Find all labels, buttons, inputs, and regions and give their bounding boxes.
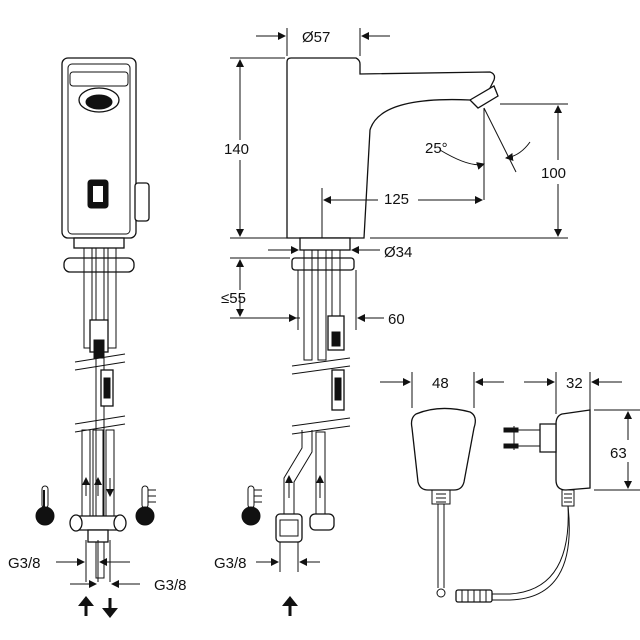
faucet-body-front	[61, 57, 137, 239]
max-55-label: ≤55	[221, 290, 246, 307]
faucet-body-side	[286, 57, 496, 239]
diameter-57-label: Ø57	[302, 29, 330, 46]
front-view: G3/8 G3/8	[8, 57, 187, 618]
width-32-label: 32	[566, 375, 583, 392]
thermometer-cold-icon	[135, 485, 156, 526]
g38-right-label: G3/8	[154, 577, 187, 594]
mounting-plate-front	[63, 257, 135, 273]
side-knob	[134, 182, 150, 222]
width-60-label: 60	[388, 311, 405, 328]
thermometer-hot-icon	[35, 485, 55, 526]
width-48-label: 48	[432, 375, 449, 392]
thermometer-cold-icon-side	[241, 485, 262, 526]
power-adapter-body	[555, 409, 591, 491]
control-box: 48	[380, 372, 504, 598]
mounting-plate-side	[291, 257, 355, 271]
g38-mid-label: G3/8	[214, 555, 247, 572]
length-125-label: 125	[384, 191, 409, 208]
side-view: G3/8 Ø57 140 100 25° 125	[214, 28, 568, 616]
angle-25-label: 25°	[425, 140, 448, 157]
arrow-up-icon	[78, 596, 94, 616]
height-100-label: 100	[541, 165, 566, 182]
arrow-up-icon-side	[282, 596, 298, 616]
arrow-down-icon	[102, 598, 118, 618]
height-140-label: 140	[224, 141, 249, 158]
diameter-34-label: Ø34	[384, 244, 412, 261]
g38-left-label: G3/8	[8, 555, 41, 572]
height-63-label: 63	[610, 445, 627, 462]
power-adapter: 32 63	[455, 372, 640, 603]
control-box-body	[410, 407, 476, 491]
